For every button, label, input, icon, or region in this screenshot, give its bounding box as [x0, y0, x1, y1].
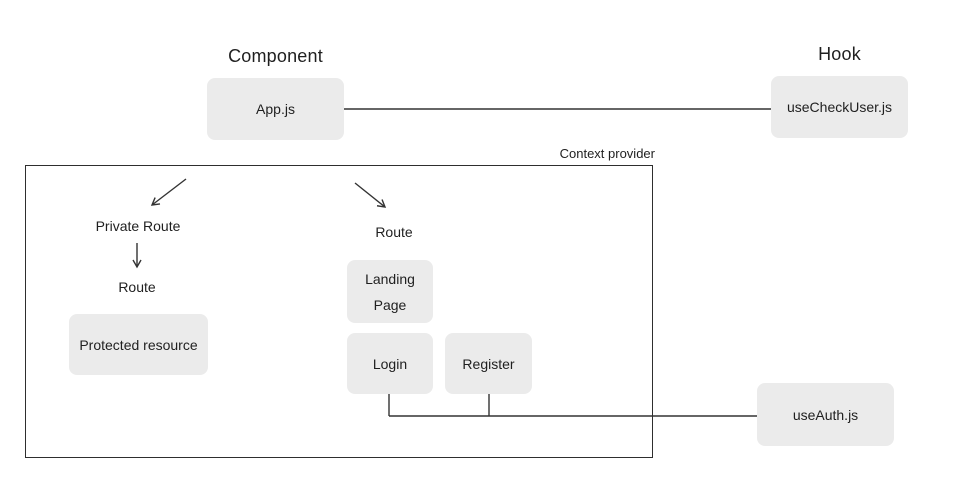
node-register: Register [445, 333, 532, 394]
context-provider-label: Context provider [559, 146, 655, 161]
node-protected-resource: Protected resource [69, 314, 208, 375]
component-heading: Component [228, 46, 323, 66]
route-label-left: Route [118, 279, 156, 295]
node-use-check-user: useCheckUser.js [771, 76, 908, 138]
route-label-right: Route [375, 224, 413, 240]
node-landing-page: Landing Page [347, 260, 433, 323]
hook-heading: Hook [818, 44, 861, 64]
node-use-auth-label: useAuth.js [792, 406, 859, 423]
node-use-auth: useAuth.js [757, 383, 894, 446]
private-route-label: Private Route [95, 218, 181, 234]
node-protected-resource-label: Protected resource [79, 336, 198, 353]
context-provider-box [25, 165, 653, 458]
node-landing-page-label: Landing Page [365, 270, 415, 313]
node-login: Login [347, 333, 433, 394]
node-app-label: App.js [256, 101, 295, 117]
node-app: App.js [207, 78, 344, 140]
node-register-label: Register [462, 355, 515, 372]
node-login-label: Login [372, 355, 408, 372]
node-use-check-user-label: useCheckUser.js [786, 99, 893, 115]
